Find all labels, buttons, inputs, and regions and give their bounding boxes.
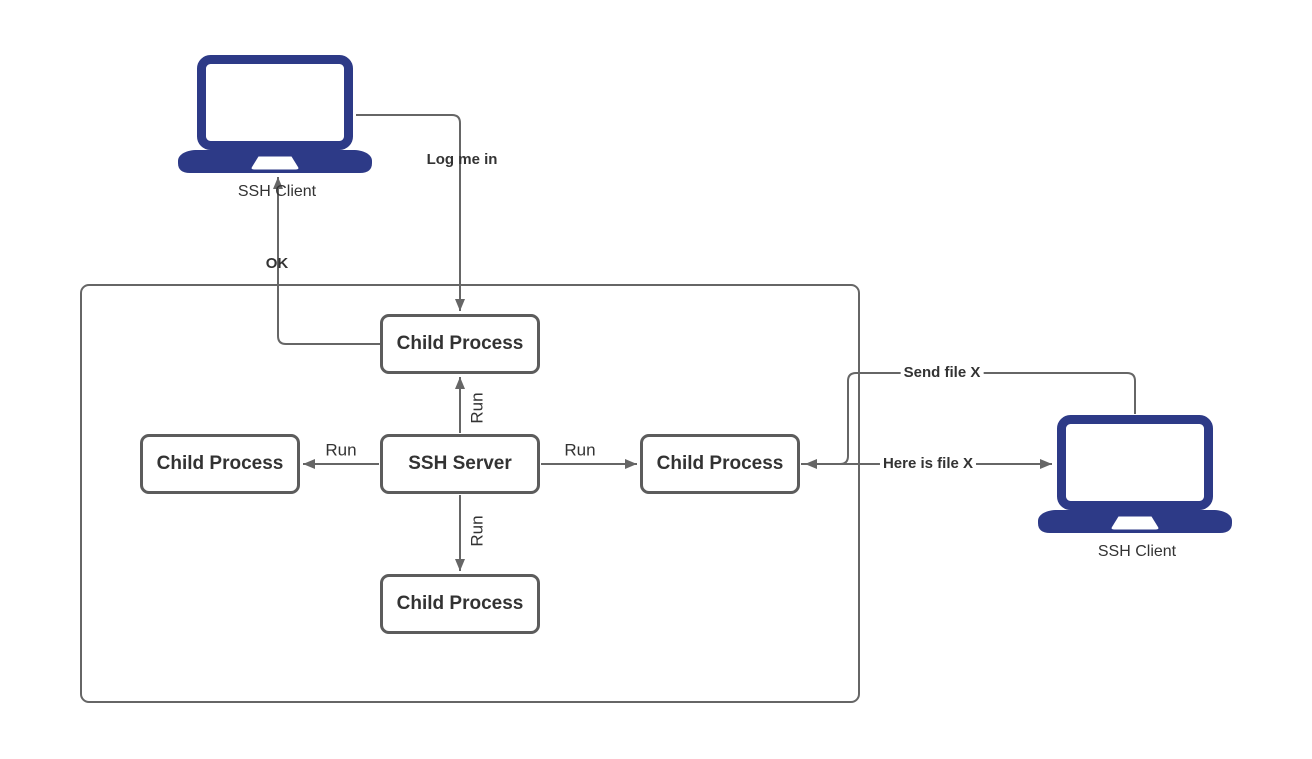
edge-label-ok: OK (265, 254, 289, 272)
node-label: Child Process (156, 453, 284, 474)
edge-label-run-right: Run (564, 440, 596, 460)
node-child-process-bottom: Child Process (380, 574, 540, 634)
node-child-process-top: Child Process (380, 314, 540, 374)
node-label: SSH Server (408, 453, 512, 474)
edge-label-run-left: Run (325, 440, 357, 460)
server-host-boundary (80, 284, 860, 703)
edge-log-me-in (356, 114, 465, 311)
laptop-icon-left (178, 60, 372, 174)
edge-label-run-down: Run (467, 515, 487, 547)
node-label: Child Process (396, 593, 524, 614)
edge-label-send-file: Send file X (900, 364, 984, 382)
edge-label-here-is-file: Here is file X (879, 455, 977, 473)
laptop-icon-right (1038, 420, 1232, 534)
edge-send-file (805, 372, 1136, 469)
node-label: Child Process (656, 453, 784, 474)
edge-ok (273, 177, 380, 345)
edge-label-log-me-in: Log me in (426, 150, 498, 168)
client-right-caption: SSH Client (1097, 543, 1177, 561)
node-child-process-right: Child Process (640, 434, 800, 494)
node-child-process-left: Child Process (140, 434, 300, 494)
edge-label-run-up: Run (467, 392, 487, 424)
client-left-caption: SSH Client (237, 183, 317, 201)
node-label: Child Process (396, 333, 524, 354)
node-ssh-server: SSH Server (380, 434, 540, 494)
